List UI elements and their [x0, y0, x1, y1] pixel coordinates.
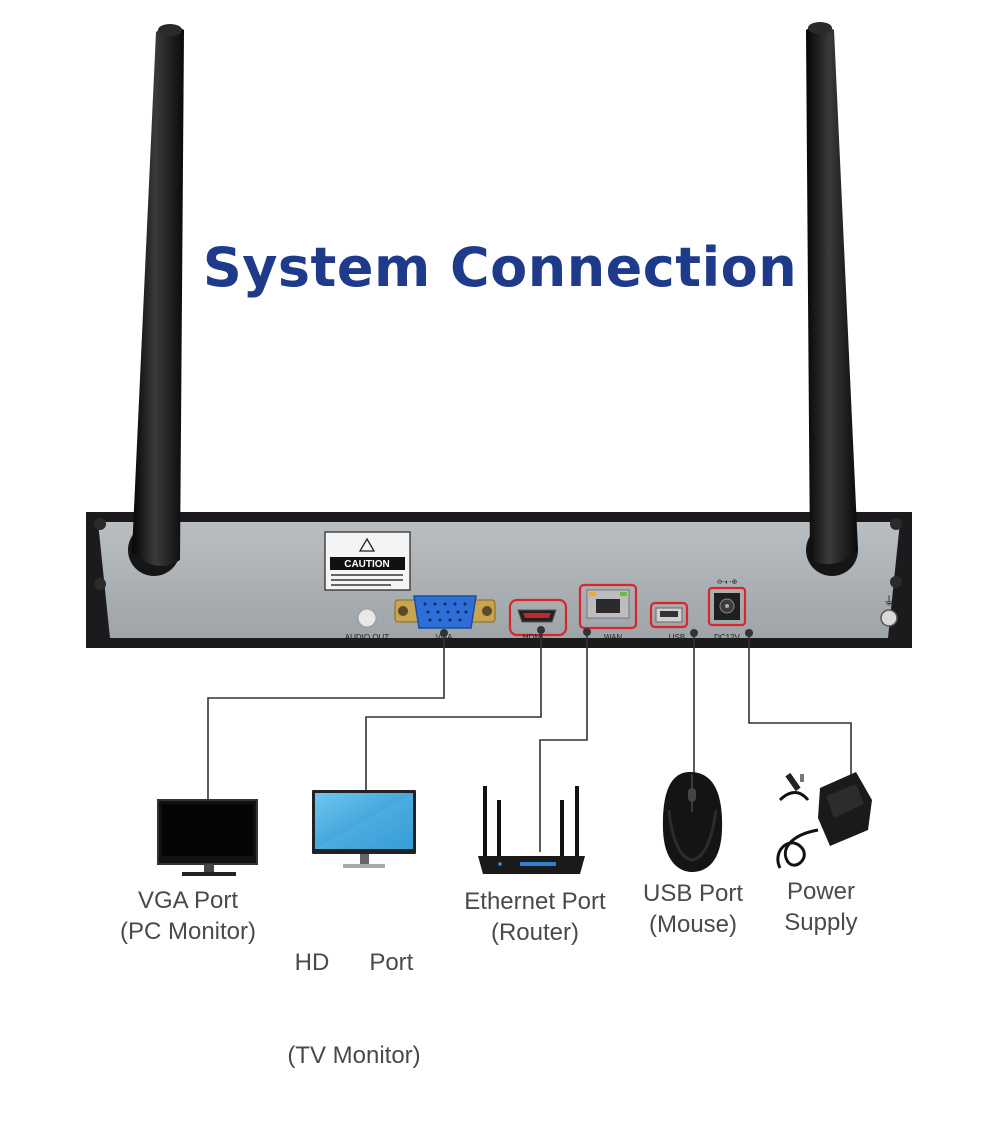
- dc-label: DC12V: [714, 633, 740, 642]
- hdmi-connection-line: [365, 630, 542, 795]
- connection-dots: [440, 626, 753, 637]
- hdmi-port: HDMI: [508, 598, 568, 642]
- caption-line-2: (Mouse): [648, 911, 738, 938]
- wan-label: WAN: [604, 633, 623, 642]
- power-connection-line: [748, 633, 852, 775]
- caution-label: CAUTION: [324, 531, 411, 591]
- caption-line-1: HD Port: [294, 949, 414, 976]
- caption-line-2: Supply: [784, 909, 858, 936]
- warning-icon: [358, 537, 376, 552]
- caption-line-1: Power: [786, 878, 856, 905]
- caption-line-2: (TV Monitor): [287, 1042, 421, 1069]
- mouse-icon: [662, 772, 723, 872]
- caption-ethernet: Ethernet Port (Router): [453, 886, 617, 948]
- screw-icon: [890, 518, 902, 530]
- ground-terminal-icon: [880, 609, 898, 627]
- usb-port: USB: [649, 601, 689, 642]
- svg-text:⏚: ⏚: [883, 594, 895, 608]
- system-connection-diagram: ⏚ CAUTION AUDIO OUT V: [86, 22, 912, 1069]
- usb-label: USB: [669, 633, 685, 642]
- wan-port: WAN: [578, 583, 638, 642]
- caption-usb: USB Port (Mouse): [634, 878, 752, 940]
- caption-power: Power Supply: [764, 876, 878, 938]
- audio-out-label: AUDIO OUT: [345, 633, 390, 642]
- caption-line-1: VGA Port: [137, 887, 239, 914]
- caption-line-2: (Router): [490, 919, 580, 946]
- hdmi-label: HDMI: [523, 633, 543, 642]
- tv-monitor-icon: [312, 790, 416, 868]
- connection-lines: [207, 630, 852, 852]
- caption-line-1: USB Port: [642, 880, 744, 907]
- left-antenna: [128, 24, 184, 576]
- vga-port: VGA: [394, 595, 496, 642]
- caption-vga: VGA Port (PC Monitor): [108, 885, 268, 947]
- audio-out-port: AUDIO OUT: [345, 608, 390, 642]
- screw-icon: [94, 518, 106, 530]
- wan-connection-line: [539, 632, 588, 852]
- caution-text: CAUTION: [344, 559, 390, 570]
- screw-icon: [94, 578, 106, 590]
- pc-monitor-icon: [157, 799, 258, 876]
- diagram-graphics: ⏚ CAUTION AUDIO OUT V: [86, 22, 912, 876]
- screw-icon: [890, 576, 902, 588]
- caption-hdmi: HD Port (TV Monitor): [279, 885, 429, 1133]
- router-icon: [478, 786, 585, 874]
- dc-power-port: ⊖-◐-⊕ DC12V: [707, 579, 747, 642]
- caption-line-1: Ethernet Port: [464, 888, 606, 915]
- page-title: System Connection: [202, 236, 798, 299]
- svg-text:⊖-◐-⊕: ⊖-◐-⊕: [717, 579, 738, 586]
- right-antenna: [806, 22, 858, 576]
- power-adapter-icon: [776, 772, 872, 869]
- caption-line-2: (PC Monitor): [119, 918, 257, 945]
- nvr-rear-panel: ⏚: [86, 512, 912, 648]
- vga-connection-line: [207, 633, 445, 800]
